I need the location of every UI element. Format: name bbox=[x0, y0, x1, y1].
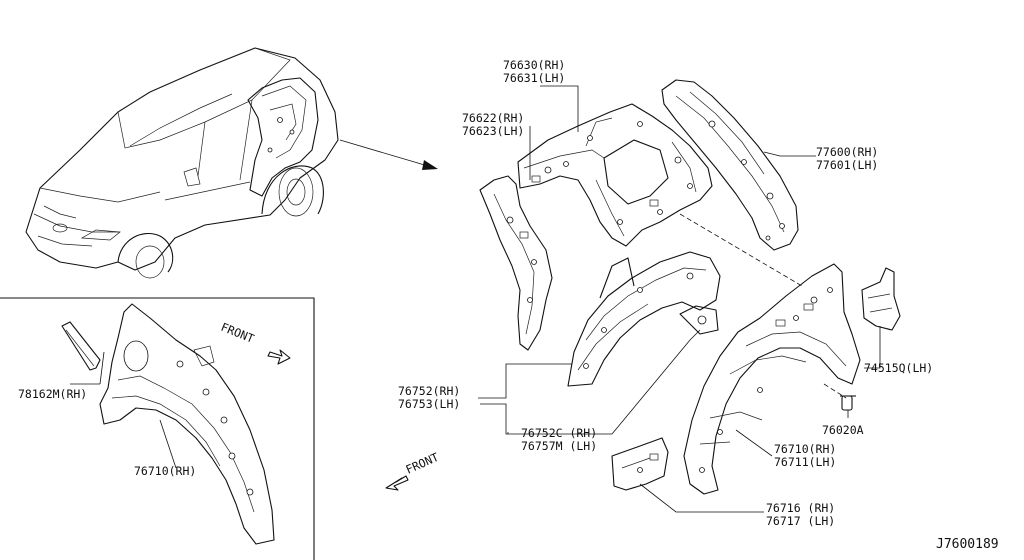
vehicle-illustration bbox=[25, 47, 339, 279]
inset-box bbox=[0, 297, 315, 560]
part-78162m-shape bbox=[61, 321, 101, 371]
part-76710-inset-shape bbox=[99, 303, 275, 545]
label-77601: 77601(LH) bbox=[816, 158, 878, 172]
label-76757m: 76757M (LH) bbox=[521, 439, 597, 453]
label-76710-inset: 76710(RH) bbox=[134, 464, 196, 478]
front-arrow-main bbox=[385, 475, 409, 491]
part-labels: 76630(RH) 76631(LH) 76622(RH) 76623(LH) … bbox=[18, 58, 999, 552]
diagram-id: J7600189 bbox=[936, 537, 999, 552]
label-76623: 76623(LH) bbox=[462, 124, 524, 138]
part-76020a-shape bbox=[840, 395, 856, 411]
label-76631: 76631(LH) bbox=[503, 71, 565, 85]
label-76753: 76753(LH) bbox=[398, 397, 460, 411]
part-76752c-shape bbox=[679, 305, 719, 335]
part-76622-shape bbox=[479, 175, 553, 351]
label-74515q: 74515Q(LH) bbox=[864, 361, 933, 375]
part-76710-main-shape bbox=[683, 263, 861, 495]
callout-arrow bbox=[339, 139, 438, 170]
front-arrow-inset bbox=[267, 349, 291, 365]
label-76717: 76717 (LH) bbox=[766, 514, 835, 528]
alignment-lines bbox=[679, 213, 847, 399]
label-76710-main: 76710(RH) bbox=[774, 442, 836, 456]
label-77600: 77600(RH) bbox=[816, 145, 878, 159]
part-76752-shape bbox=[567, 251, 721, 387]
label-front-inset: FRONT bbox=[219, 320, 256, 346]
label-76020a: 76020A bbox=[822, 423, 864, 437]
label-76711: 76711(LH) bbox=[774, 455, 836, 469]
part-74515q-shape bbox=[861, 267, 901, 331]
label-76752: 76752(RH) bbox=[398, 384, 460, 398]
label-76622: 76622(RH) bbox=[462, 111, 524, 125]
label-76630: 76630(RH) bbox=[503, 58, 565, 72]
part-76630-shape bbox=[517, 103, 713, 247]
label-78162m: 78162M(RH) bbox=[18, 387, 87, 401]
label-76716: 76716 (RH) bbox=[766, 501, 835, 515]
label-76752c: 76752C (RH) bbox=[521, 426, 597, 440]
label-front-main: FRONT bbox=[404, 450, 441, 477]
leader-lines bbox=[478, 85, 881, 513]
part-76716-shape bbox=[611, 437, 669, 491]
part-77600-shape bbox=[661, 79, 799, 251]
